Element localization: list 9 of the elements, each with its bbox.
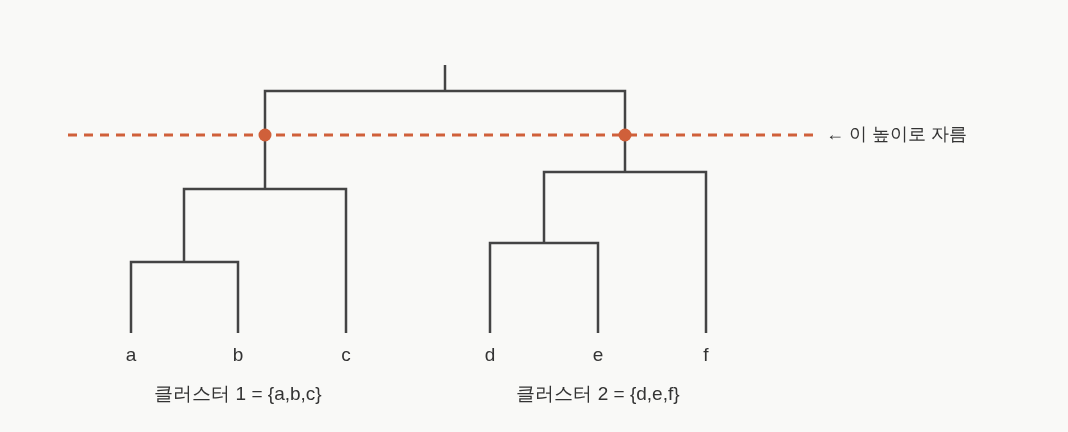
leaf-label: e <box>592 344 604 366</box>
leaf-label: b <box>232 344 244 366</box>
cluster-label: 클러스터 1 = {a,b,c} <box>154 383 322 405</box>
leaf-label: c <box>341 344 351 366</box>
cut-label: ← 이 높이로 자름 <box>826 123 967 145</box>
leaf-label: d <box>484 344 496 366</box>
leaf-label: f <box>703 344 709 366</box>
cluster-label: 클러스터 2 = {d,e,f} <box>516 383 680 405</box>
leaf-label: a <box>125 344 137 366</box>
